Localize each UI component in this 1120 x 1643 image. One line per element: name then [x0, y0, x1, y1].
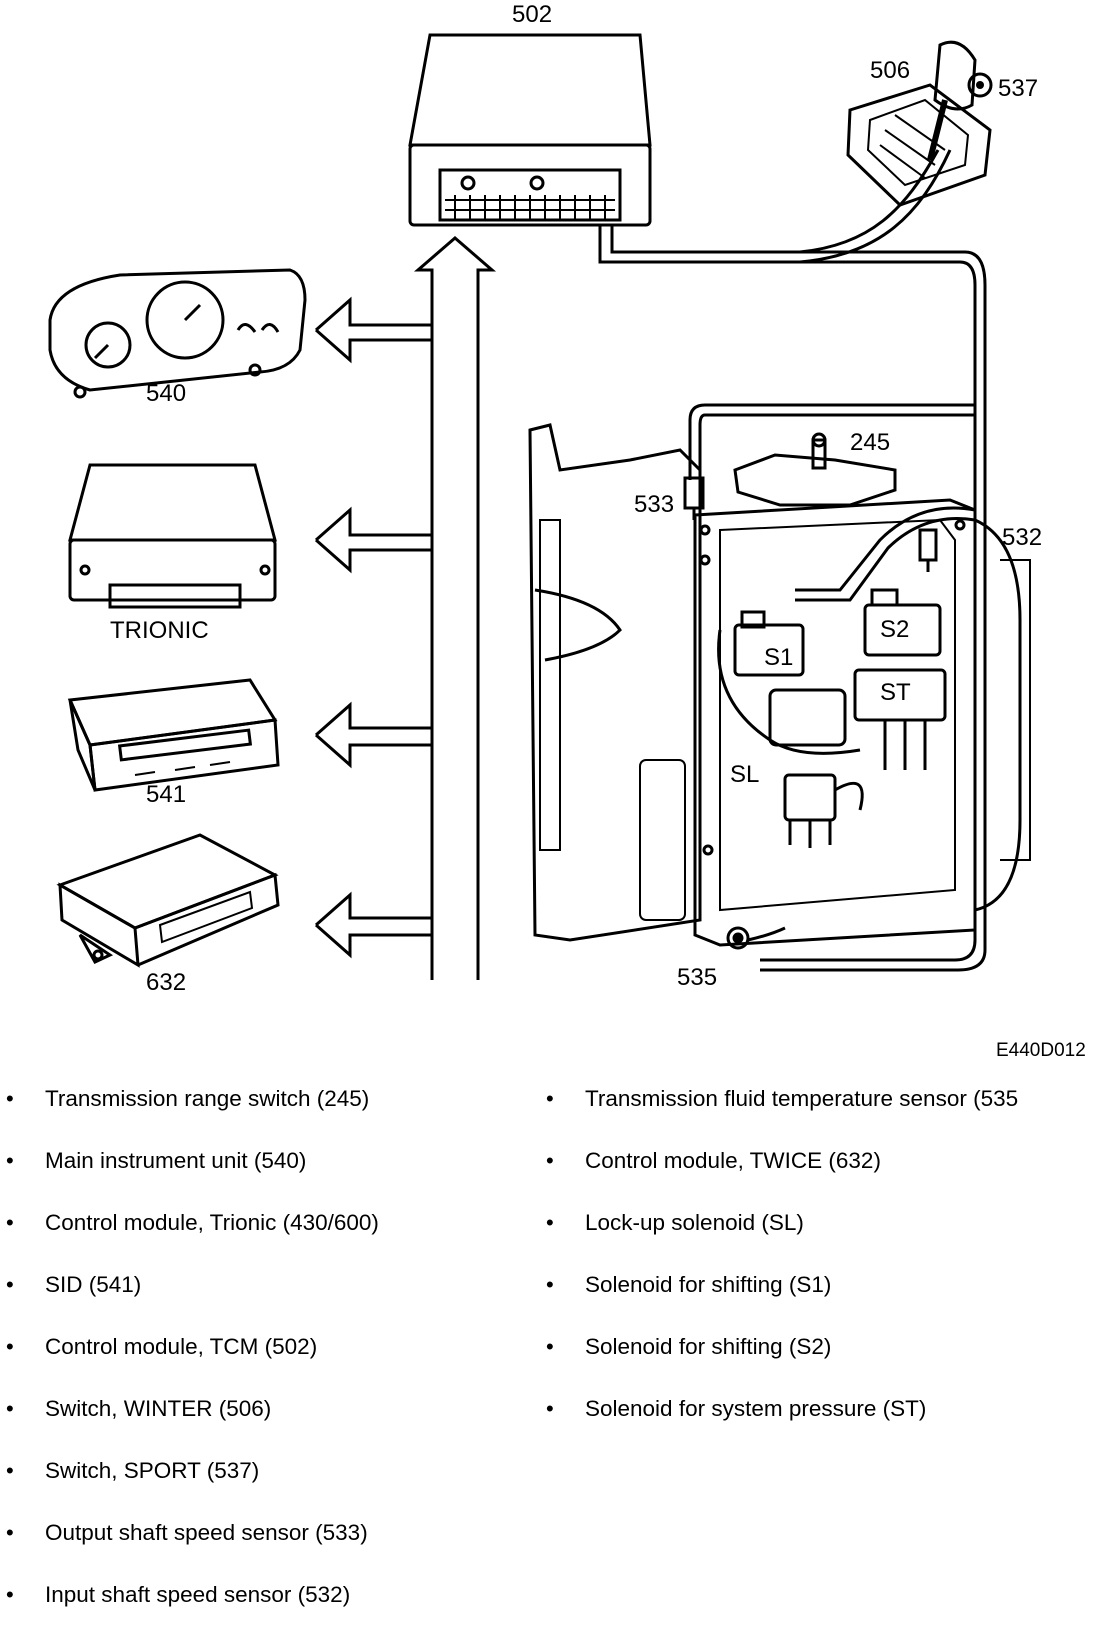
input-sensor-label: 532	[1002, 524, 1042, 551]
legend-left-column: • Transmission range switch (245) • Main i…	[0, 1085, 540, 1643]
legend-item-text: Transmission fluid temperature sensor (5…	[585, 1086, 1019, 1111]
legend-item: • Control module, TWICE (632)	[540, 1147, 1080, 1209]
legend-item-text: Main instrument unit (540)	[45, 1148, 307, 1173]
legend-item-text: Solenoid for system pressure (ST)	[585, 1396, 927, 1421]
instrument-cluster	[48, 268, 307, 399]
legend-item-text: Solenoid for shifting (S1)	[585, 1272, 832, 1297]
bullet-icon: •	[6, 1272, 14, 1297]
bullet-icon: •	[6, 1458, 14, 1483]
s1-label: S1	[764, 644, 793, 671]
legend-item: • Main instrument unit (540)	[0, 1147, 540, 1209]
solenoid-sl	[783, 773, 864, 848]
transmission-housing	[528, 423, 1031, 947]
legend-item: • Switch, WINTER (506)	[0, 1395, 540, 1457]
legend-item: • Control module, Trionic (430/600)	[0, 1209, 540, 1271]
bullet-icon: •	[6, 1086, 14, 1111]
bullet-icon: •	[546, 1148, 554, 1173]
bullet-icon: •	[6, 1210, 14, 1235]
sid-label: 541	[146, 781, 186, 808]
legend-item-text: Input shaft speed sensor (532)	[45, 1582, 351, 1607]
tcm-module	[408, 33, 652, 227]
sport-switch-label: 537	[998, 75, 1038, 102]
fluid-temp-sensor	[726, 926, 786, 950]
valve-body-core	[717, 629, 861, 755]
legend-item: • Solenoid for shifting (S2)	[540, 1333, 1080, 1395]
legend-item: • Solenoid for system pressure (ST)	[540, 1395, 1080, 1457]
solenoid-s1	[733, 610, 805, 677]
legend-item-text: Control module, TCM (502)	[45, 1334, 318, 1359]
legend-item: • Transmission range switch (245)	[0, 1085, 540, 1147]
bullet-icon: •	[546, 1272, 554, 1297]
trionic-label: TRIONIC	[110, 617, 209, 644]
sport-switch-icon	[967, 72, 993, 98]
bullet-icon: •	[546, 1334, 554, 1359]
bullet-icon: •	[546, 1396, 554, 1421]
bullet-icon: •	[6, 1334, 14, 1359]
legend-item-text: Switch, WINTER (506)	[45, 1396, 272, 1421]
gear-selector	[846, 40, 992, 207]
legend-item: • Input shaft speed sensor (532)	[0, 1581, 540, 1643]
legend-item: • Solenoid for shifting (S1)	[540, 1271, 1080, 1333]
solenoid-s2	[863, 588, 942, 657]
bullet-icon: •	[6, 1396, 14, 1421]
data-bus-arrows	[315, 236, 497, 980]
tcm-label: 502	[512, 1, 552, 28]
legend-item: • Output shaft speed sensor (533)	[0, 1519, 540, 1581]
temp-sensor-label: 535	[677, 964, 717, 991]
range-switch	[733, 432, 897, 507]
sid-unit	[67, 678, 280, 792]
sl-label: SL	[730, 761, 759, 788]
bullet-icon: •	[546, 1086, 554, 1111]
bullet-icon: •	[6, 1582, 14, 1607]
output-sensor-label: 533	[634, 491, 674, 518]
output-speed-sensor	[683, 476, 705, 520]
range-switch-label: 245	[850, 429, 890, 456]
legend-item-text: Switch, SPORT (537)	[45, 1458, 260, 1483]
legend-item-text: Lock-up solenoid (SL)	[585, 1210, 804, 1235]
legend-item-text: SID (541)	[45, 1272, 142, 1297]
instrument-unit-label: 540	[146, 380, 186, 407]
figure-reference: E440D012	[996, 1040, 1086, 1061]
bullet-icon: •	[6, 1520, 14, 1545]
bullet-icon: •	[546, 1210, 554, 1235]
legend-item: • Switch, SPORT (537)	[0, 1457, 540, 1519]
solenoid-st	[853, 668, 947, 770]
legend-item: • Lock-up solenoid (SL)	[540, 1209, 1080, 1271]
twice-label: 632	[146, 969, 186, 996]
winter-switch-label: 506	[870, 57, 910, 84]
legend-item: • Transmission fluid temperature sensor (…	[540, 1085, 1080, 1147]
input-speed-sensor	[918, 528, 938, 572]
s2-label: S2	[880, 616, 909, 643]
legend-item-text: Output shaft speed sensor (533)	[45, 1520, 368, 1545]
legend-item-text: Control module, Trionic (430/600)	[45, 1210, 379, 1235]
transmission-control-diagram: 502 506 537	[48, 1, 1042, 996]
legend-right-column: • Transmission fluid temperature sensor (…	[540, 1085, 1080, 1457]
bullet-icon: •	[6, 1148, 14, 1173]
legend-item: • SID (541)	[0, 1271, 540, 1333]
legend-item: • Control module, TCM (502)	[0, 1333, 540, 1395]
twice-module	[56, 833, 280, 968]
legend-item-text: Transmission range switch (245)	[45, 1086, 370, 1111]
trionic-module	[68, 463, 277, 609]
st-label: ST	[880, 679, 911, 706]
wiring	[598, 149, 987, 972]
legend-item-text: Solenoid for shifting (S2)	[585, 1334, 832, 1359]
legend-item-text: Control module, TWICE (632)	[585, 1148, 881, 1173]
